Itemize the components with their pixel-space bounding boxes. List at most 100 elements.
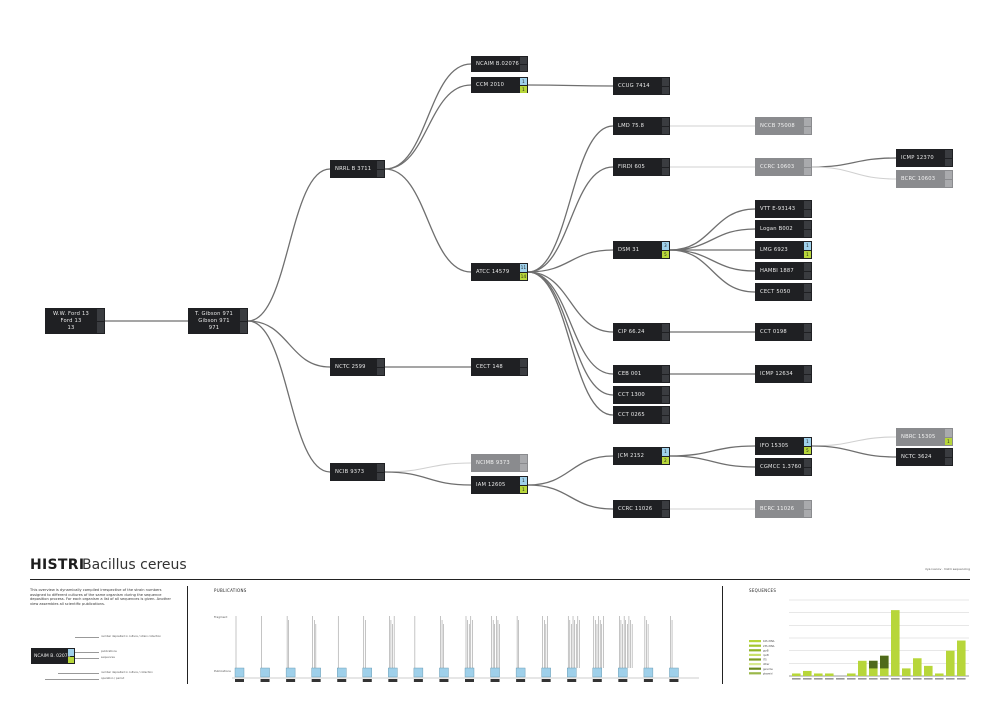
strain-node[interactable]: NCIB 9373 (330, 463, 385, 481)
pub-year-chip (567, 679, 577, 682)
badge-column (945, 171, 952, 187)
seq-legend-label: ITS (763, 659, 767, 662)
publication-count-badge (97, 309, 104, 321)
sequence-count-badge (945, 457, 952, 465)
seq-bar (869, 660, 878, 676)
strain-node[interactable]: NCCB 75008 (755, 117, 812, 135)
seq-legend-swatch (749, 667, 761, 670)
strain-node[interactable]: NCAIM B.02076 (471, 56, 528, 72)
seq-legend-swatch (749, 672, 761, 675)
sequence-count-badge (662, 509, 669, 517)
sequence-count-badge (804, 467, 811, 475)
sequence-count-badge (662, 86, 669, 94)
strain-node[interactable]: CECT 5050 (755, 283, 812, 301)
tree-link (669, 445, 756, 457)
sequence-count-badge: 1 (520, 485, 527, 493)
strain-node[interactable]: Logan B002 (755, 220, 812, 238)
strain-node[interactable]: NCTC 2599 (330, 358, 385, 376)
strain-node[interactable]: NCIMB 9373 (471, 454, 528, 472)
tree-link (527, 166, 614, 273)
seq-legend-label: other (763, 663, 769, 666)
publication-count-badge: 3 (662, 242, 669, 250)
strain-node[interactable]: CIP 66.24 (613, 323, 670, 341)
legend-line (75, 658, 99, 659)
badge-column (662, 501, 669, 517)
strain-node[interactable]: HAMBI 1887 (755, 262, 812, 280)
strain-node[interactable]: CCRC 10603 (755, 158, 812, 176)
strain-node[interactable]: ICMP 12634 (755, 365, 812, 383)
strain-node[interactable]: LMD 75.8 (613, 117, 670, 135)
tree-link (384, 471, 472, 486)
seq-year-chip (880, 678, 889, 680)
tree-link (669, 249, 756, 293)
publication-count-badge (804, 284, 811, 292)
strain-node[interactable]: CCT 0265 (613, 406, 670, 424)
strain-node[interactable]: CCT 1300 (613, 386, 670, 404)
publication-count-badge: 11 (520, 264, 527, 272)
seq-year-chip (825, 678, 834, 680)
publication-count-badge (804, 118, 811, 126)
strain-node[interactable]: FIRDI 605 (613, 158, 670, 176)
tree-link (384, 462, 472, 473)
seq-year-chip (957, 678, 966, 680)
strain-node[interactable]: NRRL B 3711 (330, 160, 385, 178)
strain-node[interactable]: CCT 0198 (755, 323, 812, 341)
pub-bar (515, 667, 526, 678)
strain-node[interactable]: CGMCC 1.3760 (755, 458, 812, 476)
strain-node[interactable]: ICMP 12370 (896, 149, 953, 167)
seq-bar (935, 673, 944, 676)
pub-bar (669, 667, 679, 678)
strain-node[interactable]: NCTC 3624 (896, 448, 953, 466)
pub-bar (311, 667, 321, 678)
strain-label: CCM 2010 (476, 82, 505, 88)
strain-label: CECT 148 (476, 364, 503, 370)
badge-column (662, 118, 669, 134)
tree-link (527, 484, 614, 510)
legend-label: number deposited in culture / strain col… (101, 635, 162, 638)
seq-year-chip (858, 678, 867, 680)
tree-link (527, 84, 614, 87)
strain-node[interactable]: VTT E-93143 (755, 200, 812, 218)
pub-bar (618, 667, 628, 678)
strain-node[interactable]: CEB 001 (613, 365, 670, 383)
sequence-count-badge: 5 (804, 446, 811, 454)
strain-label: CCT 0198 (760, 329, 787, 335)
strain-label: CCRC 11026 (618, 506, 653, 512)
tree-link (811, 166, 897, 180)
badge-column (804, 324, 811, 340)
tree-link (527, 271, 614, 333)
legend-node: NCAIM B. 02076 (31, 648, 75, 664)
strain-label: 971 (208, 324, 220, 331)
badge-column (804, 159, 811, 175)
tree-link (811, 157, 897, 168)
seq-bar (814, 673, 823, 676)
legend-label: operation / period (101, 677, 125, 680)
seq-bar (847, 673, 856, 676)
publication-count-badge (662, 159, 669, 167)
strain-node[interactable]: BCRC 11026 (755, 500, 812, 518)
strain-node[interactable]: CECT 148 (471, 358, 528, 376)
badge-column (662, 159, 669, 175)
strain-node[interactable]: CCUG 7414 (613, 77, 670, 95)
publication-count-badge (945, 429, 952, 437)
pub-bar (490, 667, 500, 678)
strain-node[interactable]: BCRC 10603 (896, 170, 953, 188)
tree-link (247, 320, 331, 473)
strain-node[interactable]: CCRC 11026 (613, 500, 670, 518)
sequence-count-badge (804, 509, 811, 517)
